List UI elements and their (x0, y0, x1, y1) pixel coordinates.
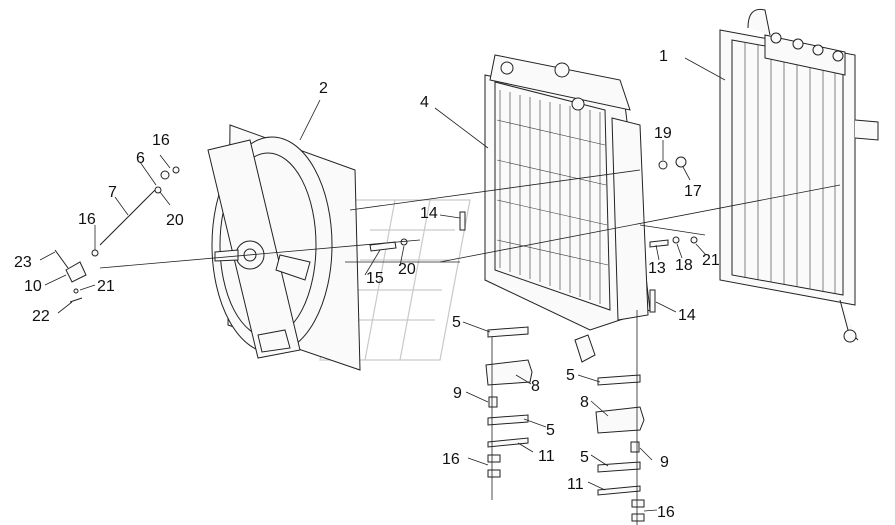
callout-9-b: 9 (660, 454, 669, 471)
callout-2: 2 (319, 80, 328, 97)
callout-19: 19 (654, 125, 672, 142)
callout-16-bottom-left: 16 (442, 451, 460, 468)
callout-14-upper: 14 (420, 205, 438, 222)
callout-11-a: 11 (538, 448, 555, 465)
callout-8-b: 8 (580, 394, 589, 411)
callout-18: 18 (675, 257, 693, 274)
callout-10: 10 (24, 278, 42, 295)
callout-16-bottom-right: 16 (657, 504, 675, 521)
callout-16-left: 16 (78, 211, 96, 228)
callout-13: 13 (648, 260, 666, 277)
callout-14-lower: 14 (678, 307, 696, 324)
callout-6: 6 (136, 150, 145, 167)
radiator-part (484, 54, 651, 363)
hardware-parts (54, 156, 698, 522)
callout-22: 22 (32, 308, 50, 325)
callout-21-right: 21 (702, 252, 720, 269)
callout-4: 4 (420, 94, 429, 111)
fan-shroud-part (207, 124, 361, 371)
oil-cooler-part (719, 8, 879, 343)
assembly-lines (99, 169, 841, 525)
callout-17: 17 (684, 183, 702, 200)
leader-lines (39, 57, 726, 512)
callout-11-b: 11 (567, 476, 584, 493)
callout-1: 1 (659, 48, 668, 65)
callout-15: 15 (366, 270, 384, 287)
callout-5-a: 5 (452, 314, 461, 331)
rod-7 (99, 189, 156, 246)
callout-20-mid: 20 (398, 261, 416, 278)
callout-20-left: 20 (166, 212, 184, 229)
callout-23: 23 (14, 254, 32, 271)
callout-7: 7 (108, 184, 117, 201)
callout-5-b: 5 (546, 422, 555, 439)
callout-8-a: 8 (531, 378, 540, 395)
callout-9-a: 9 (453, 385, 462, 402)
callout-5-d: 5 (580, 449, 589, 466)
callout-21-left: 21 (97, 278, 115, 295)
callout-16-top: 16 (152, 132, 170, 149)
callout-labels: 1 2 4 16 6 7 20 16 23 10 21 22 14 15 20 … (14, 48, 720, 521)
callout-5-c: 5 (566, 367, 575, 384)
